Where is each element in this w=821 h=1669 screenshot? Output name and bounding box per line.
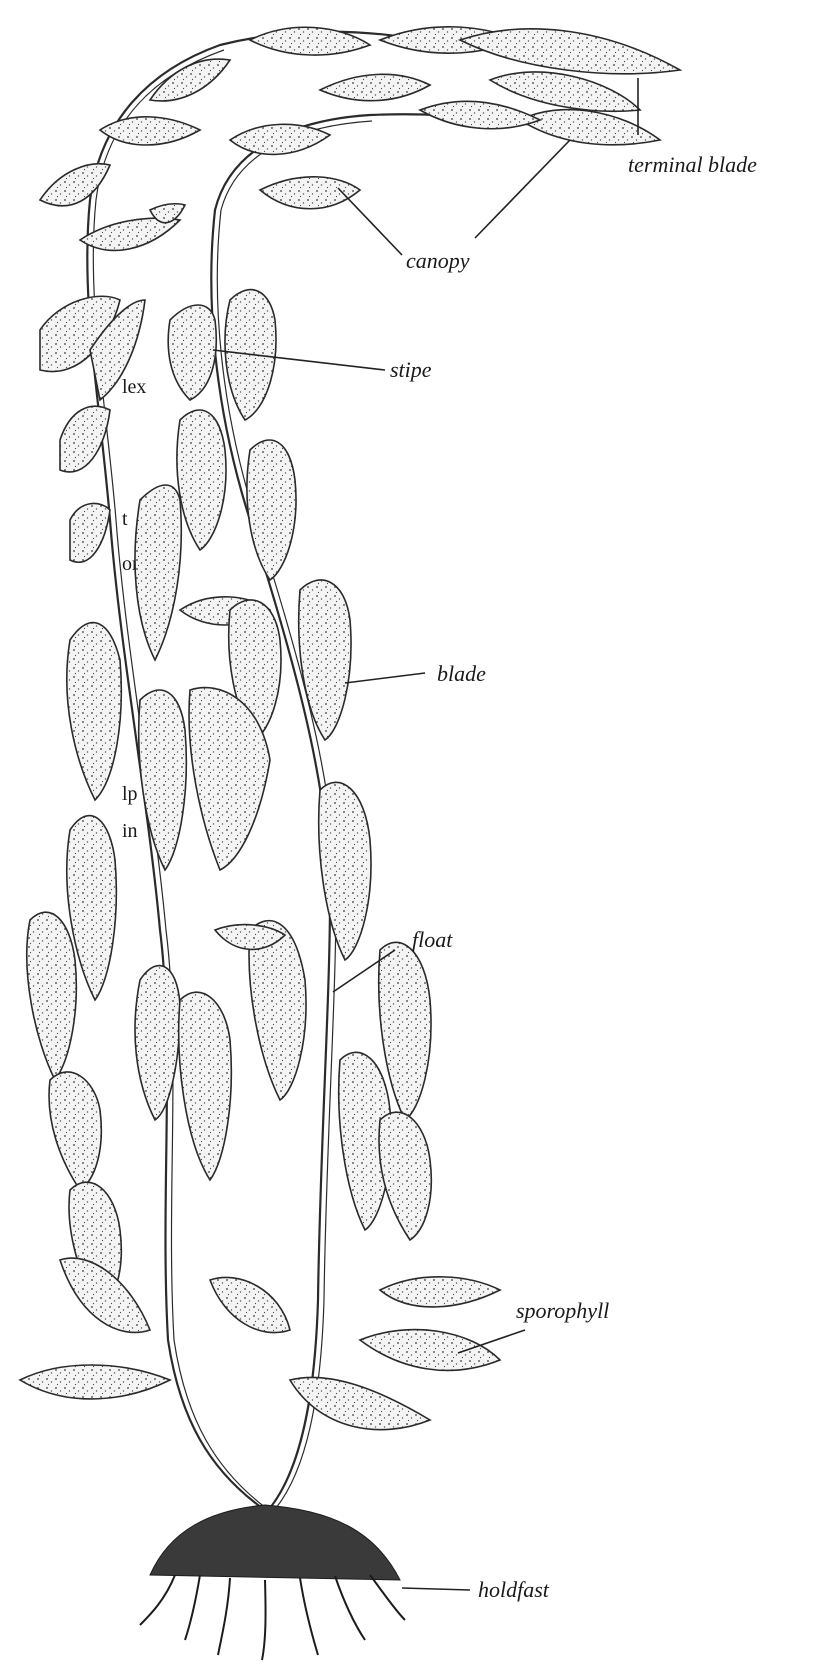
edge-text-1: lex	[122, 376, 146, 398]
label-holdfast: holdfast	[478, 1577, 550, 1602]
diagram-labels: terminal blade canopy stipe blade float …	[390, 152, 757, 1602]
label-terminal-blade: terminal blade	[628, 152, 757, 177]
label-canopy: canopy	[406, 248, 470, 273]
label-float: float	[412, 927, 453, 952]
holdfast-leader	[402, 1588, 470, 1590]
edge-text-5: in	[122, 820, 138, 842]
label-blade: blade	[437, 661, 486, 686]
label-sporophyll: sporophyll	[516, 1298, 609, 1323]
kelp-blades	[20, 27, 680, 1430]
edge-text-2: t	[122, 508, 128, 530]
canopy-leader	[338, 188, 402, 255]
blade-leader	[345, 673, 425, 683]
label-stipe: stipe	[390, 357, 432, 382]
edge-text-4: lp	[122, 783, 138, 805]
holdfast-roots	[140, 1505, 405, 1660]
